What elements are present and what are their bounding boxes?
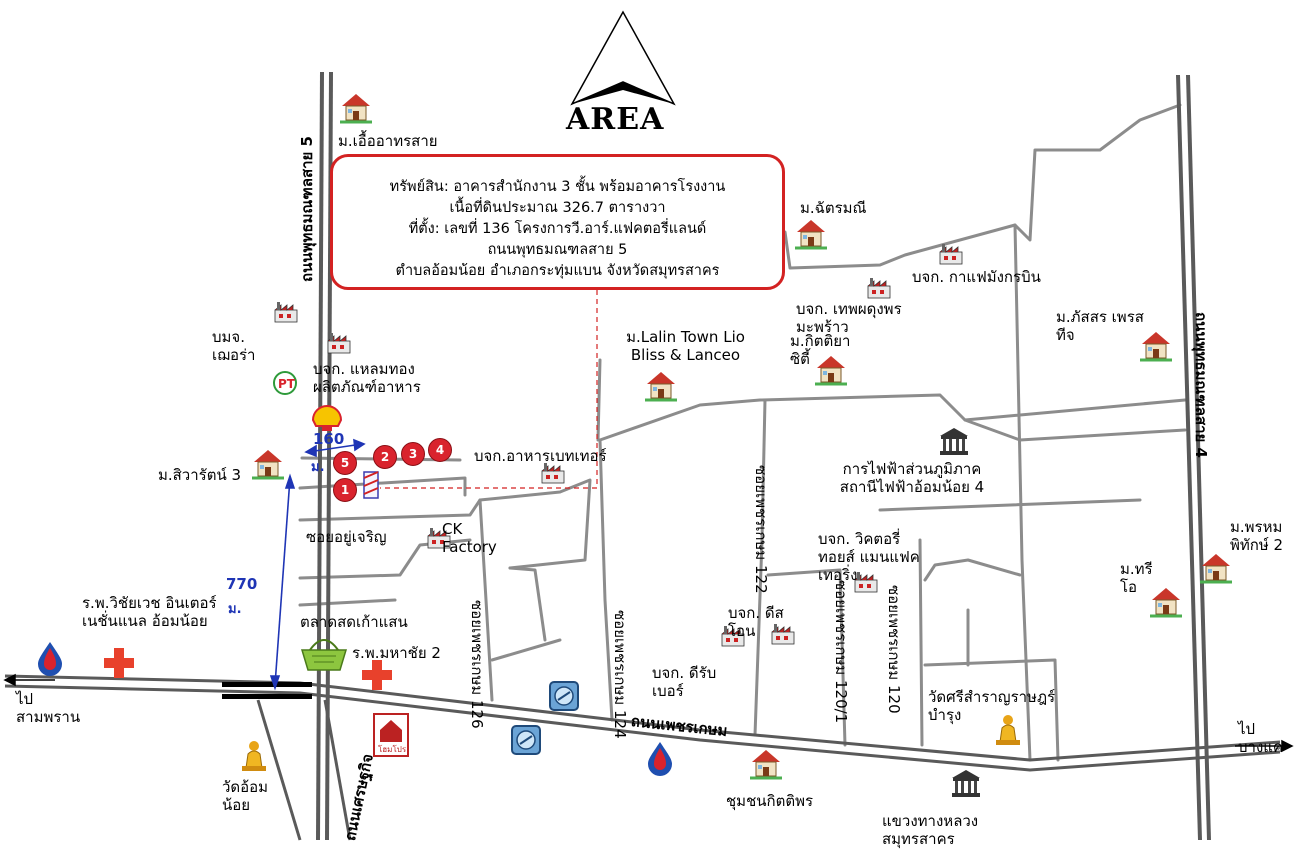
place-moo-phatsorn: ม.ภัสสร เพรส ทีจ	[1056, 308, 1144, 344]
info-line-3: ที่ตั้ง: เลขที่ 136 โครงการวี.อาร์.แฟคตอ…	[408, 221, 707, 237]
house-icon	[748, 748, 784, 780]
info-line-1: ทรัพย์สิน: อาคารสำนักงาน 3 ชั้น พร้อมอาค…	[389, 179, 726, 195]
road-label-soi-122: ซอยเพชรเกษม 122	[752, 465, 770, 594]
house-icon	[643, 370, 679, 402]
market-basket-icon	[300, 639, 348, 671]
hospital-icon	[104, 648, 134, 678]
factory-icon	[541, 462, 565, 484]
svg-text:โฮมโปร: โฮมโปร	[378, 744, 407, 754]
shell-logo-icon	[311, 405, 343, 431]
place-hosp-mahachai: ร.พ.มหาชัย 2	[352, 644, 441, 662]
factory-icon	[327, 332, 351, 354]
leader-line	[380, 290, 598, 489]
distance-770: 770	[226, 575, 258, 593]
overpass-bottom	[222, 694, 312, 699]
place-ck: CK Factory	[442, 520, 497, 556]
distance-160-unit: ม.	[311, 460, 325, 475]
sethakit-road	[256, 699, 302, 841]
map-title: AREA	[566, 102, 665, 137]
place-dees: บจก. ดีส โอน	[728, 604, 784, 640]
place-deerub: บจก. ดีรับ เบอร์	[652, 664, 717, 700]
house-icon	[1198, 552, 1234, 584]
info-line-5: ตำบลอ้อมน้อย อำเภอกระทุ่มแบน จังหวัดสมุท…	[395, 263, 720, 279]
temple-icon	[241, 740, 267, 772]
secondary-roads	[298, 103, 1187, 762]
road-label-soi-yoocharoen: ซอยอยู่เจริญ	[306, 528, 387, 546]
road-property	[298, 476, 467, 497]
direction-sam-phran: ไปสามพราน	[16, 690, 81, 726]
bank-icon	[549, 681, 579, 711]
distance-770-unit: ม.	[228, 602, 242, 617]
direction-bang-khae: ไปบางแค	[1238, 720, 1283, 756]
marker-2: 2	[373, 445, 397, 469]
property-icon	[363, 471, 379, 499]
place-victory: บจก. วิคตอรี่ ทอยส์ แมนแฟคเทอริ่ง	[818, 530, 920, 584]
factory-icon	[939, 243, 963, 265]
factory-icon	[867, 277, 891, 299]
bank-icon	[511, 725, 541, 755]
place-laemthong: บจก. แหลมทอง ผลิตภัณฑ์อาหาร	[313, 360, 421, 396]
info-line-4: ถนนพุทธมณฑลสาย 5	[487, 242, 628, 258]
north-letter: N	[617, 42, 632, 61]
road-label-soi-126: ซอยเพชรเกษม 126	[468, 600, 486, 729]
place-chumchon: ชุมชนกิตติพร	[726, 792, 814, 810]
place-hosp-vichai: ร.พ.วิชัยเวช อินเตอร์เนชั่นแนล อ้อมน้อย	[82, 594, 217, 630]
distance-arrows	[269, 438, 366, 691]
government-building-icon	[940, 428, 968, 455]
place-highway: แขวงทางหลวงสมุทรสาคร	[882, 812, 979, 848]
place-moo-three: ม.ทรี โอ	[1120, 560, 1153, 596]
store-logo-icon: โฮมโปร	[373, 713, 409, 757]
place-pea: การไฟฟ้าส่วนภูมิภาค สถานีไฟฟ้าอ้อมน้อย 4	[839, 460, 985, 496]
marker-1: 1	[333, 478, 357, 502]
pt-logo-icon: PT	[273, 371, 297, 395]
road-label-putthamonthon4: ถนนพุทธมณฑลสาย 4	[1192, 312, 1210, 458]
phetkasem-road	[4, 674, 1281, 772]
place-moo-siwarat: ม.สิวารัตน์ 3	[158, 466, 242, 484]
marker-4: 4	[428, 438, 452, 462]
place-moo-lalin: ม.Lalin Town Lio Bliss & Lanceo	[626, 328, 745, 364]
arrow-right-icon	[1281, 739, 1294, 753]
place-moo-kittiya: ม.กิตติยา ซิตี้	[790, 332, 851, 368]
government-building-icon	[952, 770, 980, 797]
marker-3: 3	[401, 442, 425, 466]
place-thep: บจก. เทพผดุงพร มะพร้าว	[796, 300, 902, 336]
place-bomoj: บมจ. เฌอร่า	[212, 328, 256, 364]
road-label-soi-124: ซอยเพชรเกษม 124	[611, 610, 629, 739]
marker-5: 5	[333, 451, 357, 475]
distance-160: 160	[313, 430, 345, 448]
place-coffee: บจก. กาแฟมังกรบิน	[912, 268, 1041, 286]
house-icon	[338, 92, 374, 124]
road-label-soi-120: ซอยเพชรเกษม 120	[885, 585, 903, 714]
svg-text:PT: PT	[278, 377, 296, 391]
gas-station-icon	[648, 742, 672, 776]
hospital-icon	[362, 660, 392, 690]
overpass-top	[222, 682, 312, 687]
house-icon	[793, 218, 829, 250]
road-label-putthamonthon5: ถนนพุทธมณฑลสาย 5	[298, 136, 316, 282]
factory-icon	[274, 301, 298, 323]
house-icon	[250, 448, 286, 480]
place-betagro: บจก.อาหารเบทเทอร์	[474, 447, 607, 465]
place-wat-sisamran: วัดศรีสำราญราษฎร์บำรุง	[928, 688, 1056, 724]
place-moo-uea-arthon: ม.เอื้ออาทรสาย	[338, 132, 438, 150]
place-wat-om-noi: วัดอ้อมน้อย	[222, 778, 269, 814]
place-moo-chatmanee: ม.ฉัตรมณี	[800, 199, 867, 217]
place-market: ตลาดสดเก้าแสน	[300, 613, 408, 631]
info-line-2: เนื้อที่ดินประมาณ 326.7 ตารางวา	[449, 200, 666, 216]
gas-station-icon	[38, 642, 62, 676]
arrow-left-icon	[3, 673, 16, 687]
place-moo-phrom: ม.พรหมพิทักษ์ 2	[1230, 518, 1284, 554]
road-label-soi-120-1: ซอยเพชรเกษม 120/1	[832, 580, 850, 724]
direction-arrows	[3, 673, 1294, 753]
property-info-box: ทรัพย์สิน: อาคารสำนักงาน 3 ชั้น พร้อมอาค…	[330, 154, 785, 290]
compass-icon	[570, 10, 676, 106]
